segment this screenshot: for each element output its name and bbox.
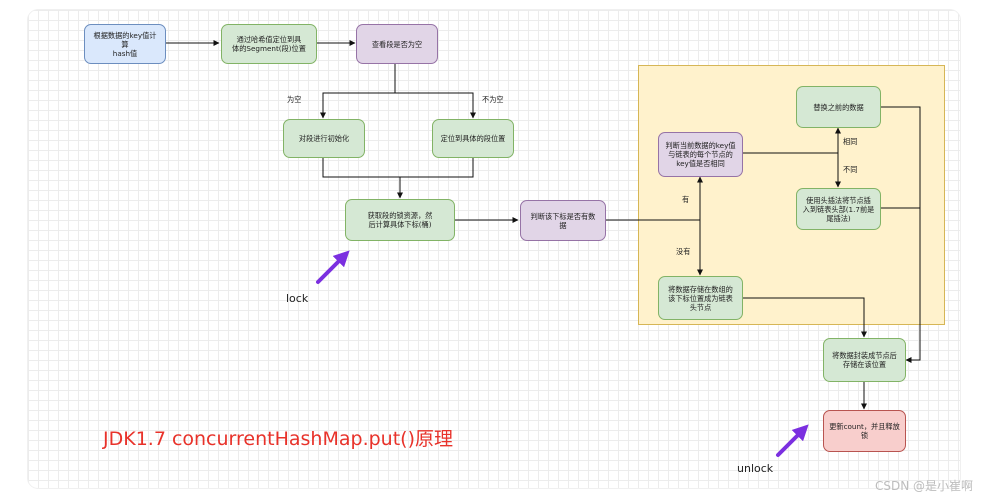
watermark: CSDN @是小崔啊: [874, 479, 973, 493]
node-hash-key: 根据数据的key值计算 hash值: [84, 24, 166, 64]
edge-label-different: 不同: [843, 165, 858, 174]
node-check-index-data: 判断该下标是否有数 据: [520, 200, 606, 241]
arrow-pointer-icon: [776, 424, 809, 457]
node-locate-segment: 通过哈希值定位到具 体的Segment(段)位置: [221, 24, 317, 64]
edge-label-not-empty: 不为空: [482, 95, 504, 104]
edge-storehead-to-wrap: [742, 297, 867, 338]
edge-compare-to-replace: [742, 127, 841, 154]
node-acquire-lock: 获取段的锁资源，然 后计算具体下标(桶): [345, 199, 455, 241]
unlock-note: unlock: [737, 462, 774, 475]
edge-label-empty: 为空: [287, 95, 302, 104]
edge-check-to-init: [320, 64, 396, 119]
node-init-segment: 对段进行初始化: [283, 119, 365, 158]
edge-locpos-to-lock: [400, 157, 474, 178]
lock-note: lock: [286, 292, 309, 305]
edge-init-to-lock: [322, 157, 403, 199]
arrow-pointer-icon: [316, 250, 350, 284]
node-update-count-unlock: 更新count，并且释放 锁: [823, 410, 906, 452]
node-store-as-head: 将数据存储在数组的 该下标位置成为链表 头节点: [658, 276, 743, 320]
node-compare-keys: 判断当前数据的key值 与链表的每个节点的 key值是否相同: [658, 132, 743, 177]
edge-label-same: 相同: [843, 137, 858, 146]
node-replace-data: 替换之前的数据: [796, 86, 881, 128]
node-wrap-store: 将数据封装成节点后 存储在该位置: [823, 338, 906, 382]
diagram-title: JDK1.7 concurrentHashMap.put()原理: [103, 428, 453, 450]
node-locate-segment-position: 定位到具体的段位置: [432, 119, 514, 158]
edge-label-none: 没有: [676, 247, 691, 256]
edge-check-to-locate-pos: [395, 92, 476, 119]
node-check-segment-empty: 查看段是否为空: [356, 24, 438, 64]
edge-label-has: 有: [682, 195, 690, 204]
edge-replace-to-wrap: [880, 106, 921, 363]
node-head-insert: 使用头插法将节点插 入到链表头部(1.7前是 尾插法): [796, 188, 881, 230]
